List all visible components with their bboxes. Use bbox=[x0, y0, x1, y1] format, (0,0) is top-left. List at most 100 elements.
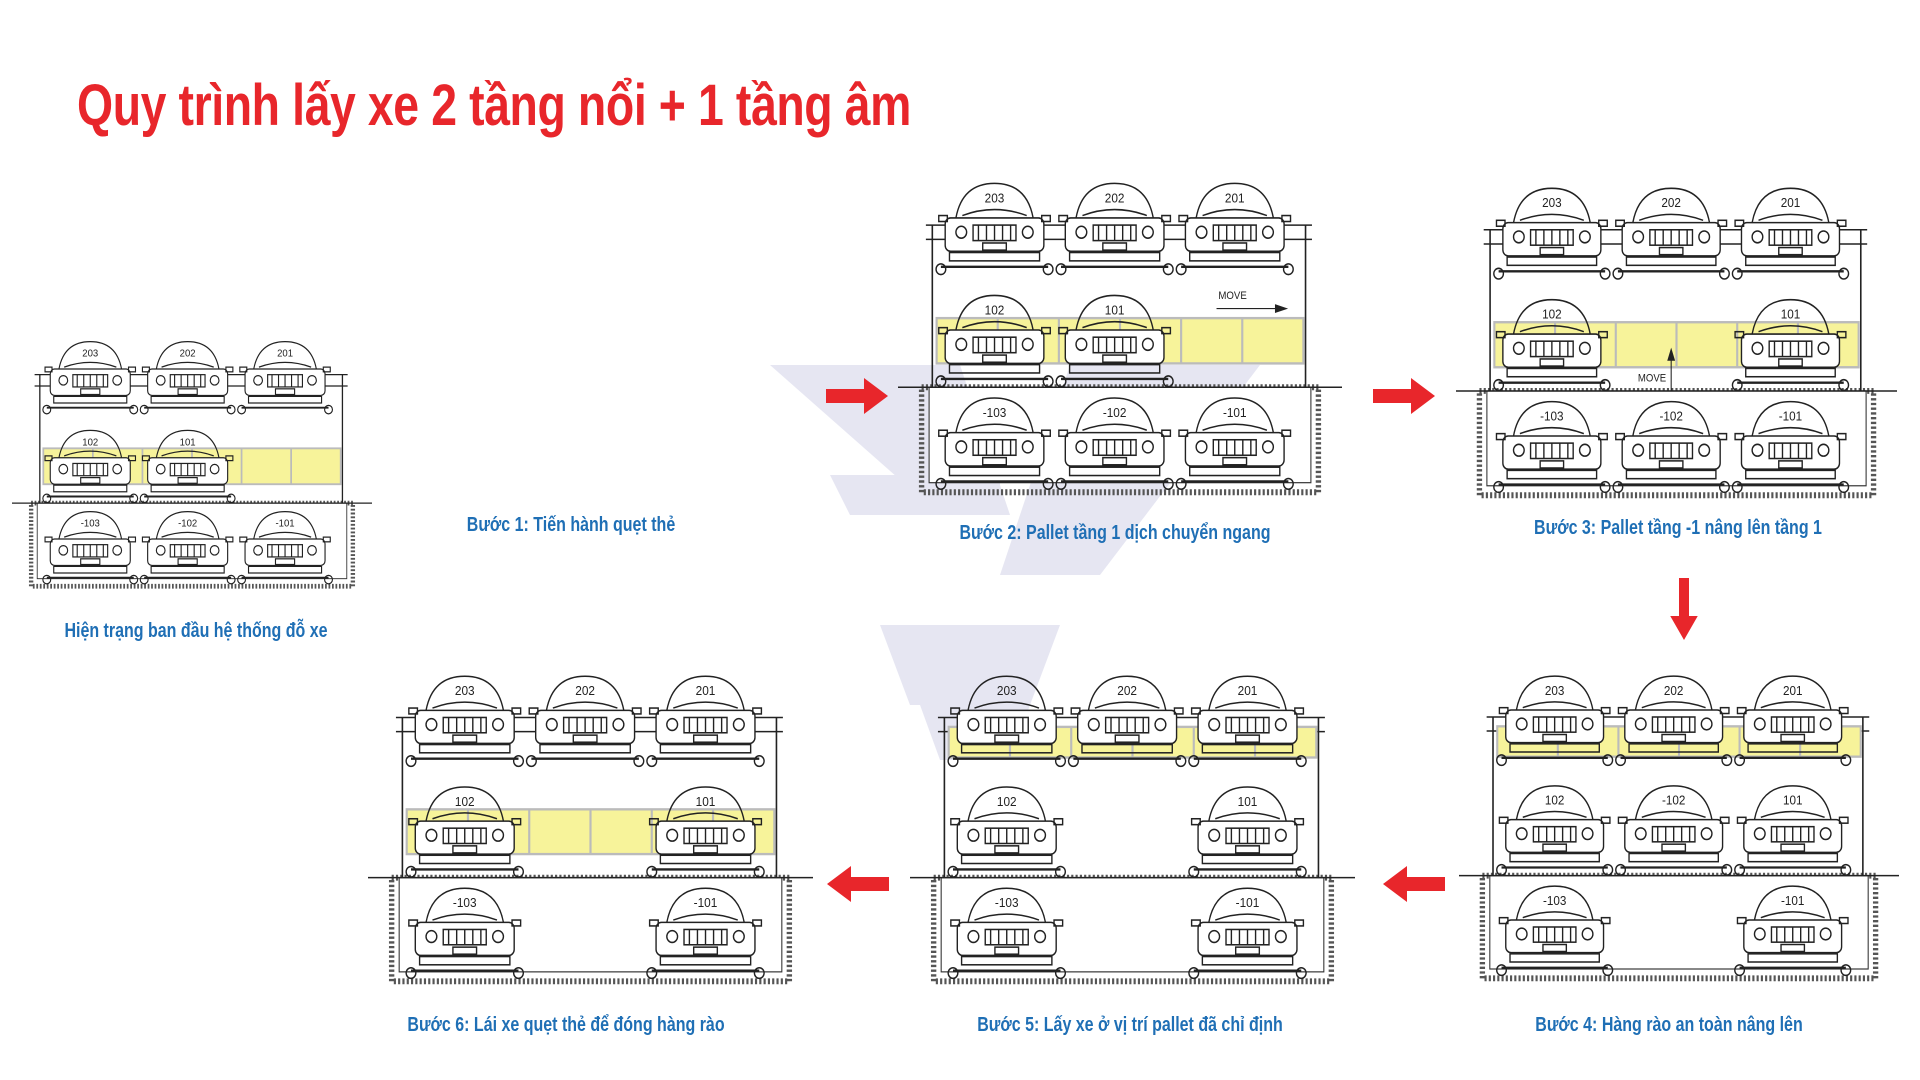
car-slot-label: 101 bbox=[696, 794, 716, 809]
car: 202 bbox=[1055, 182, 1174, 276]
panel-caption: Bước 2: Pallet tầng 1 dịch chuyển ngang bbox=[959, 522, 1271, 544]
arrow-shape bbox=[1373, 378, 1435, 414]
arrow-right-icon bbox=[1373, 378, 1437, 414]
arrow-shape bbox=[827, 866, 889, 902]
car: 102 bbox=[42, 429, 139, 504]
car-slot-label: 203 bbox=[985, 191, 1005, 206]
car: 202 bbox=[1067, 675, 1187, 768]
car: 203 bbox=[42, 340, 139, 415]
car-slot-label: -101 bbox=[1236, 896, 1260, 911]
car: 201 bbox=[646, 675, 765, 768]
car-slot-label: -103 bbox=[453, 896, 477, 911]
car: 201 bbox=[1734, 675, 1852, 767]
car-slot-label: 102 bbox=[1542, 307, 1562, 322]
car: -103 bbox=[405, 887, 525, 980]
car-slot-label: -103 bbox=[995, 896, 1019, 911]
car-slot-label: -103 bbox=[81, 518, 101, 529]
car-slot-label: 202 bbox=[1117, 684, 1137, 699]
car-slot-label: 101 bbox=[1105, 303, 1125, 318]
car: 203 bbox=[405, 675, 525, 768]
car: 101 bbox=[1734, 785, 1852, 876]
car: -103 bbox=[935, 397, 1054, 491]
car-slot-label: 201 bbox=[1781, 196, 1801, 211]
car-slot-label: 202 bbox=[575, 684, 595, 699]
arrow-right-icon bbox=[826, 378, 890, 414]
car: 203 bbox=[1496, 675, 1614, 767]
car-slot-label: 102 bbox=[985, 303, 1005, 318]
car: 101 bbox=[646, 786, 765, 878]
arrow-shape bbox=[826, 378, 888, 414]
car-slot-label: 201 bbox=[696, 684, 716, 699]
car-slot-label: 201 bbox=[1238, 684, 1258, 699]
move-label: MOVE bbox=[1638, 373, 1666, 385]
car: 101 bbox=[1055, 294, 1174, 388]
car-slot-label: -102 bbox=[1103, 406, 1127, 421]
car: -102 bbox=[1055, 397, 1174, 491]
car: -101 bbox=[1731, 400, 1850, 494]
arrow-shape bbox=[1670, 578, 1698, 640]
car-slot-label: 202 bbox=[180, 348, 196, 359]
car-slot-label: 101 bbox=[180, 437, 196, 448]
car-slot-label: 102 bbox=[455, 794, 475, 809]
car-slot-label: -102 bbox=[1659, 409, 1683, 424]
panel-initial-state: 203 202 201 102 101 -103 -102 -101 bbox=[12, 335, 372, 590]
car: -102 bbox=[139, 510, 236, 585]
move-indicator: MOVE bbox=[1638, 347, 1676, 391]
car: 201 bbox=[1188, 675, 1307, 768]
car-slot-label: -103 bbox=[1543, 893, 1567, 908]
step-1-caption: Bước 1: Tiến hành quẹt thẻ bbox=[466, 514, 676, 536]
car: 102 bbox=[1496, 785, 1614, 876]
page-title: Quy trình lấy xe 2 tầng nổi + 1 tầng âm bbox=[77, 73, 911, 138]
car: -103 bbox=[1496, 885, 1614, 977]
car-slot-label: 202 bbox=[1105, 191, 1125, 206]
car: -103 bbox=[42, 510, 139, 585]
arrow-left-icon bbox=[1381, 866, 1445, 902]
arrow-shape bbox=[1383, 866, 1445, 902]
car-slot-label: 101 bbox=[1783, 793, 1803, 808]
car-slot-label: 102 bbox=[82, 437, 98, 448]
car: -101 bbox=[1734, 885, 1852, 977]
car-slot-label: -103 bbox=[1540, 409, 1564, 424]
car: -101 bbox=[1188, 887, 1307, 980]
car: 202 bbox=[525, 675, 645, 768]
car-slot-label: 203 bbox=[455, 684, 475, 699]
car: 202 bbox=[139, 340, 236, 415]
car-slot-label: -101 bbox=[694, 896, 718, 911]
panel-caption: Bước 4: Hàng rào an toàn nâng lên bbox=[1535, 1014, 1803, 1036]
car-slot-label: 102 bbox=[997, 794, 1017, 809]
car-slot-label: 203 bbox=[997, 684, 1017, 699]
parking-diagram: 203 202 201 102 101 -103 -102 -101 bbox=[12, 340, 372, 589]
car: 203 bbox=[947, 675, 1067, 768]
car-slot-label: -103 bbox=[983, 406, 1007, 421]
car: 101 bbox=[139, 429, 236, 504]
car-slot-label: -101 bbox=[1779, 409, 1803, 424]
car-slot-label: 102 bbox=[1545, 793, 1565, 808]
car: 102 bbox=[935, 294, 1054, 388]
car: 202 bbox=[1612, 187, 1730, 280]
car-slot-label: 201 bbox=[1783, 683, 1803, 698]
car-slot-label: -102 bbox=[178, 518, 198, 529]
panel-caption: Hiện trạng ban đầu hệ thống đỗ xe bbox=[64, 620, 328, 642]
panel-caption: Bước 5: Lấy xe ở vị trí pallet đã chỉ đị… bbox=[977, 1014, 1283, 1036]
arrow-left-icon bbox=[825, 866, 889, 902]
car-slot-label: 202 bbox=[1661, 196, 1681, 211]
car: 102 bbox=[405, 786, 525, 878]
car: -103 bbox=[947, 887, 1067, 980]
car-slot-label: 201 bbox=[1225, 191, 1245, 206]
move-label: MOVE bbox=[1218, 291, 1247, 303]
car-slot-label: -102 bbox=[1662, 793, 1686, 808]
car-slot-label: -101 bbox=[1223, 406, 1247, 421]
car-slot-label: 203 bbox=[82, 348, 98, 359]
move-indicator: MOVE bbox=[1216, 291, 1289, 313]
car-slot-label: -101 bbox=[275, 518, 295, 529]
car: -102 bbox=[1612, 400, 1730, 494]
car: 201 bbox=[237, 340, 333, 415]
panel-step-2: 203 202 201 102 101 -103 -102 -101 MOVE bbox=[898, 175, 1342, 497]
car: -103 bbox=[1493, 400, 1611, 494]
car: 102 bbox=[1493, 298, 1611, 392]
